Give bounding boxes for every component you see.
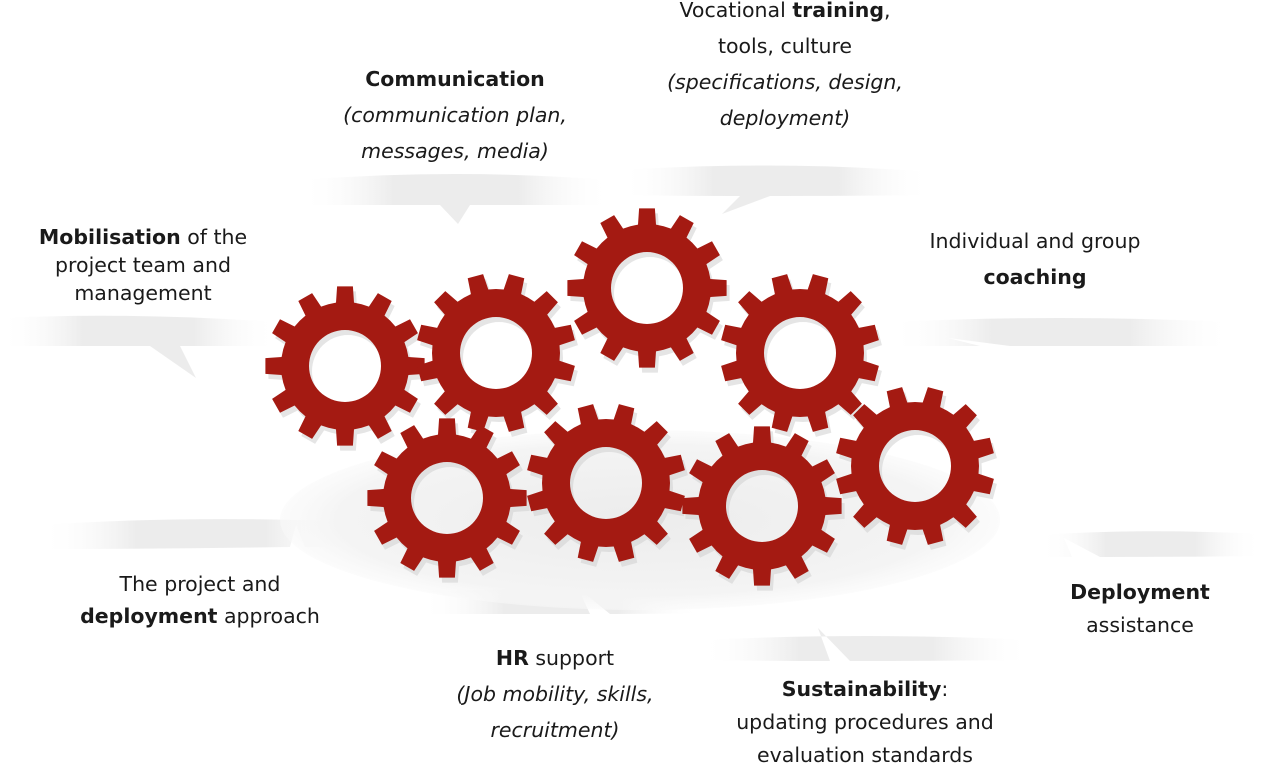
training-line-2: tools, culture	[717, 34, 853, 58]
approach-title: deployment	[80, 604, 218, 628]
label-sustainability: Sustainability: updating procedures and …	[700, 673, 1030, 772]
mobilisation-line-2: project team and	[55, 253, 231, 277]
sustainability-line-3: evaluation standards	[757, 743, 973, 767]
label-approach: The project and deployment approach	[40, 568, 360, 632]
communication-title: Communication	[365, 67, 545, 91]
gear-2	[417, 274, 578, 437]
gear-6	[527, 404, 688, 567]
gear-body	[567, 208, 727, 368]
gear-7	[682, 426, 845, 591]
training-post: ,	[884, 0, 891, 22]
label-hr: HR support (Job mobility, skills, recrui…	[405, 640, 705, 748]
approach-line-1: The project and	[119, 572, 281, 596]
sustainability-title: Sustainability	[781, 677, 942, 701]
training-detail-1: (specifications, design,	[667, 70, 903, 94]
label-communication: Communication (communication plan, messa…	[300, 61, 610, 169]
label-deployment: Deployment assistance	[1035, 576, 1245, 642]
sustainability-post: :	[941, 677, 949, 701]
communication-detail-2: messages, media)	[361, 139, 549, 163]
gear-body	[527, 404, 685, 562]
deployment-line-2: assistance	[1086, 613, 1194, 637]
hr-title: HR	[495, 646, 529, 670]
gear-body	[417, 274, 575, 432]
gear-5	[367, 418, 530, 583]
label-coaching: Individual and group coaching	[885, 223, 1185, 295]
gear-body	[367, 418, 527, 578]
callout-communication	[300, 174, 612, 224]
callout-coaching	[890, 318, 1232, 346]
gear-8	[836, 387, 997, 550]
gear-3	[567, 208, 730, 373]
training-pre: Vocational	[679, 0, 793, 22]
sustainability-line-2: updating procedures and	[736, 710, 994, 734]
approach-post: approach	[217, 604, 320, 628]
hr-post: support	[528, 646, 615, 670]
callout-sustainability	[700, 628, 1032, 661]
mobilisation-title: Mobilisation	[38, 225, 181, 249]
callout-mobilisation	[0, 315, 277, 378]
callout-training	[620, 165, 932, 214]
callout-deployment	[1040, 531, 1262, 557]
gear-body	[836, 387, 994, 545]
hr-detail-2: recruitment)	[490, 718, 620, 742]
deployment-title: Deployment	[1070, 580, 1210, 604]
gear-body	[265, 286, 425, 446]
label-mobilisation: Mobilisation of the project team and man…	[18, 223, 268, 307]
gear-4	[721, 274, 882, 437]
training-title: training	[792, 0, 884, 22]
communication-detail-1: (communication plan,	[343, 103, 567, 127]
coaching-line-1: Individual and group	[929, 229, 1141, 253]
mobilisation-line-3: management	[74, 281, 212, 305]
training-detail-2: deployment)	[719, 106, 851, 130]
gear-body	[721, 274, 879, 432]
gear-1	[265, 286, 428, 451]
label-training: Vocational training, tools, culture (spe…	[625, 0, 945, 136]
gear-body	[682, 426, 842, 586]
hr-detail-1: (Job mobility, skills,	[456, 682, 654, 706]
mobilisation-post: of the	[180, 225, 248, 249]
coaching-title: coaching	[983, 265, 1087, 289]
